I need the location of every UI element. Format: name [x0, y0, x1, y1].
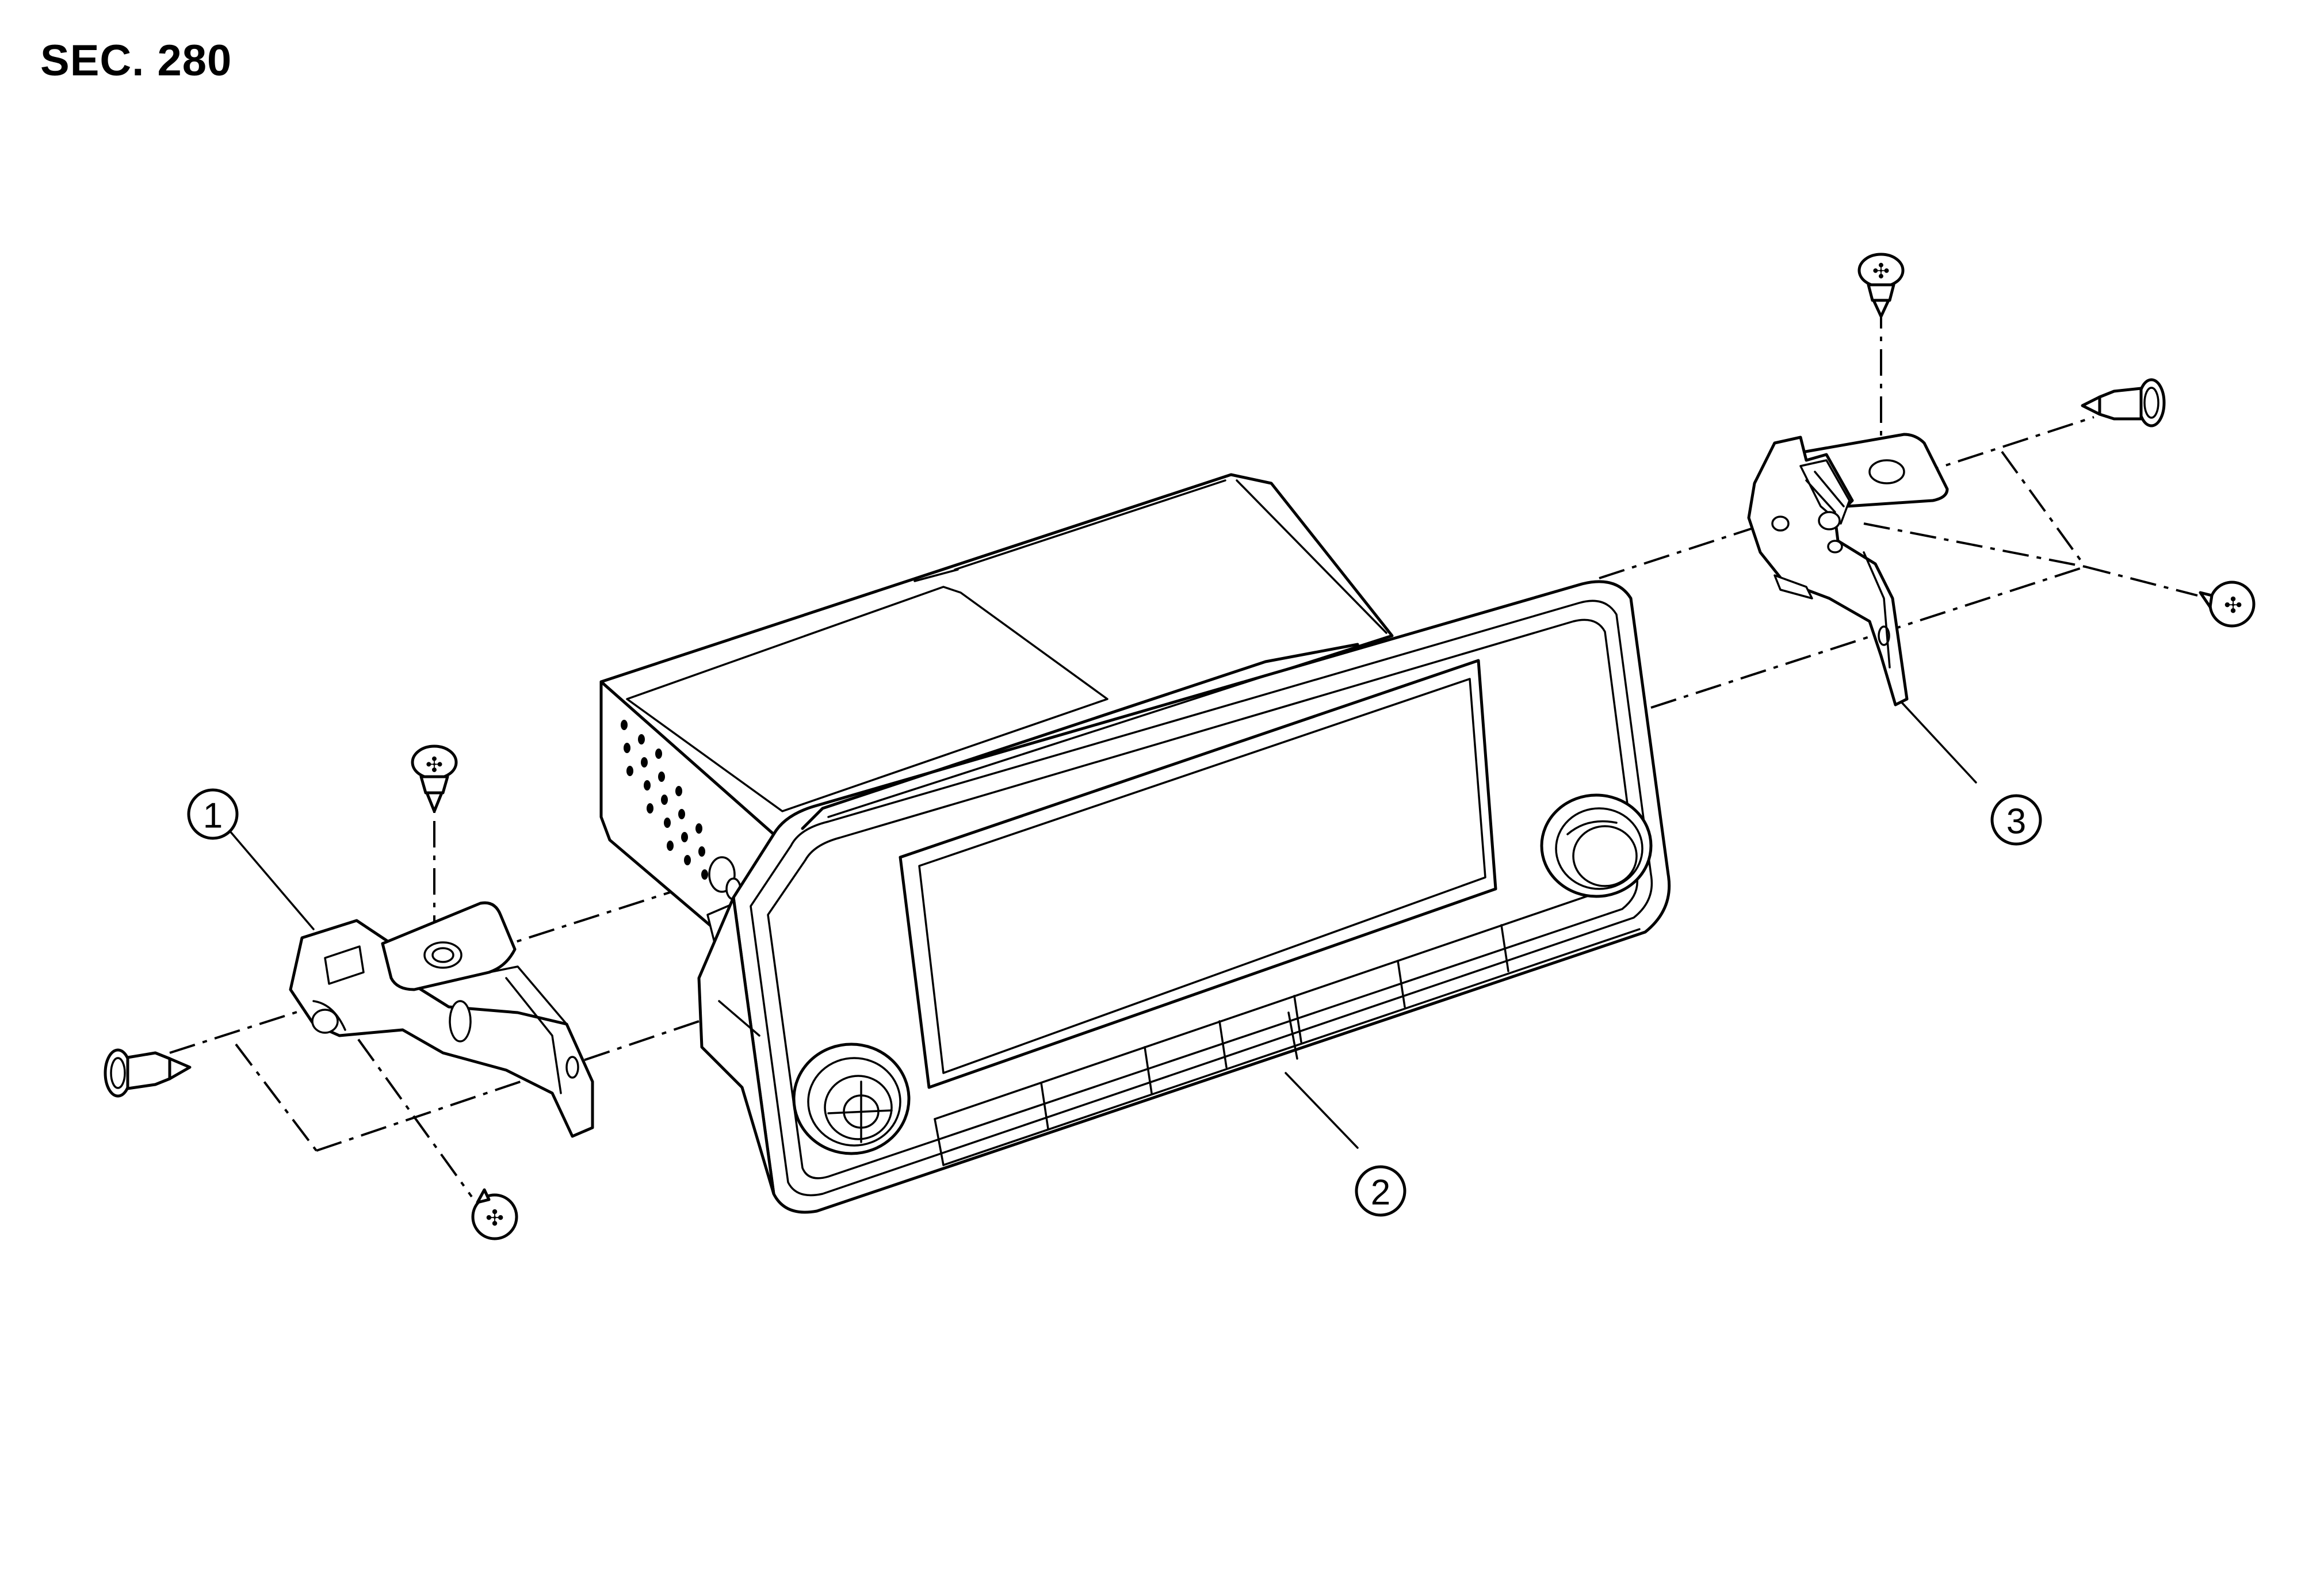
screw-icon: ✣: [2199, 581, 2256, 628]
audio-display-unit: [697, 580, 1671, 1214]
screw-icon: ✣: [471, 1188, 518, 1240]
right-bracket: [1747, 433, 1949, 707]
clip-pin-icon: [2081, 378, 2166, 427]
svg-text:✣: ✣: [426, 754, 443, 777]
screw-icon: ✣: [411, 744, 458, 813]
callout-leaders: [229, 479, 1977, 1149]
callout-2: 2: [1355, 1165, 1406, 1217]
tuning-knob: [1540, 793, 1653, 898]
callout-1-number: 1: [203, 796, 223, 836]
callout-2-number: 2: [1371, 1173, 1390, 1213]
vent-holes: [621, 720, 723, 880]
svg-text:✣: ✣: [1872, 260, 1890, 284]
volume-knob: [792, 1043, 911, 1155]
head-unit-housing: [599, 473, 1394, 950]
left-bracket: [289, 901, 594, 1138]
screw-icon: ✣: [1857, 253, 1905, 318]
button-strip: [934, 879, 1641, 1166]
svg-text:✣: ✣: [486, 1205, 504, 1231]
callout-3: 3: [1990, 794, 2042, 846]
svg-text:✣: ✣: [2224, 593, 2242, 618]
clip-pin-icon: [104, 1048, 192, 1098]
display-screen: [899, 659, 1497, 1089]
section-label: SEC. 280: [40, 36, 232, 85]
callout-3-number: 3: [2006, 802, 2026, 842]
callout-1: 1: [187, 788, 239, 840]
